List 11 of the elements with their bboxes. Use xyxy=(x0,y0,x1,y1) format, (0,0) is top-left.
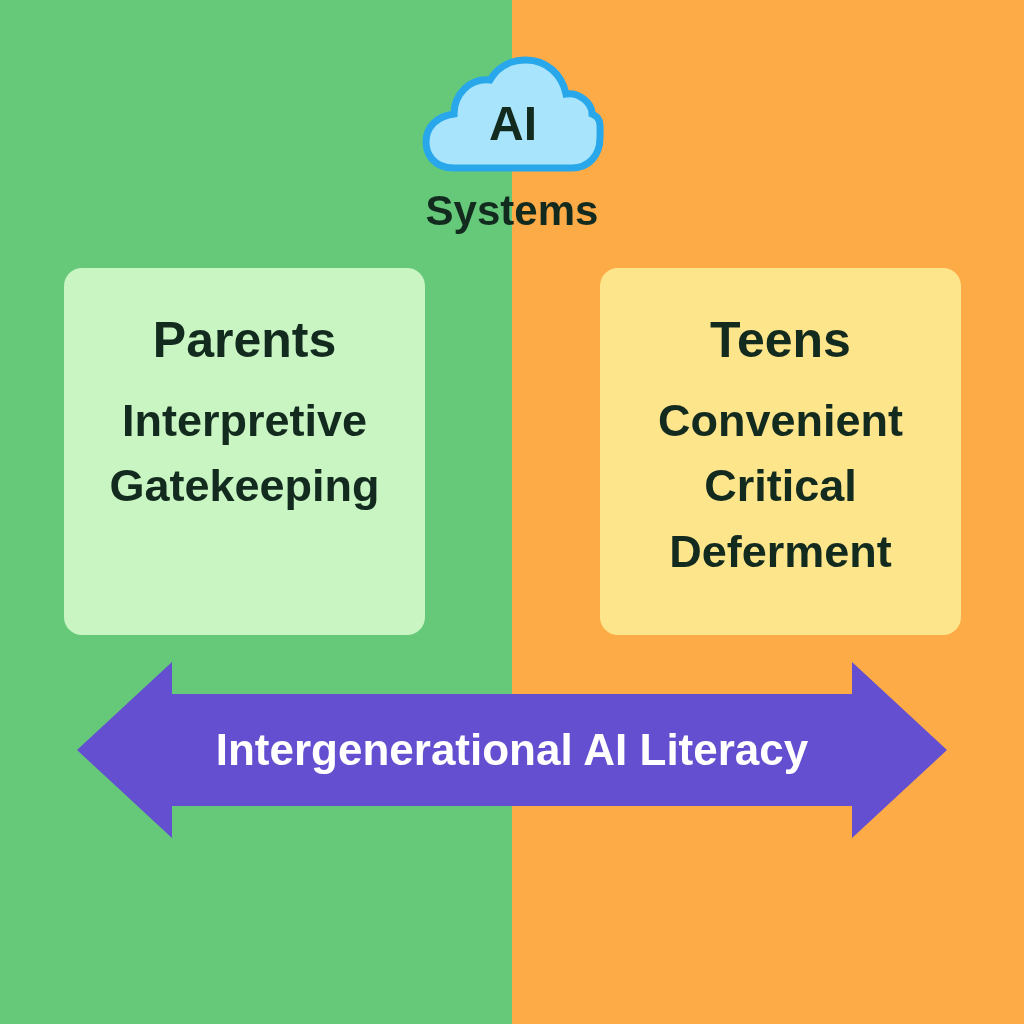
cloud-caption: Systems xyxy=(424,186,600,236)
card-title: Parents xyxy=(152,311,337,370)
card xyxy=(64,268,425,635)
card-text: Interpretive Gatekeeping xyxy=(108,394,381,514)
arrow-label: Intergenerational AI Literacy xyxy=(215,724,809,776)
card-text: Convenient Critical Deferment xyxy=(657,394,904,579)
double-arrow xyxy=(77,660,947,840)
card-title: Teens xyxy=(710,311,851,370)
cloud-text: AI xyxy=(489,100,537,148)
cloud xyxy=(422,56,604,174)
card xyxy=(600,268,961,635)
